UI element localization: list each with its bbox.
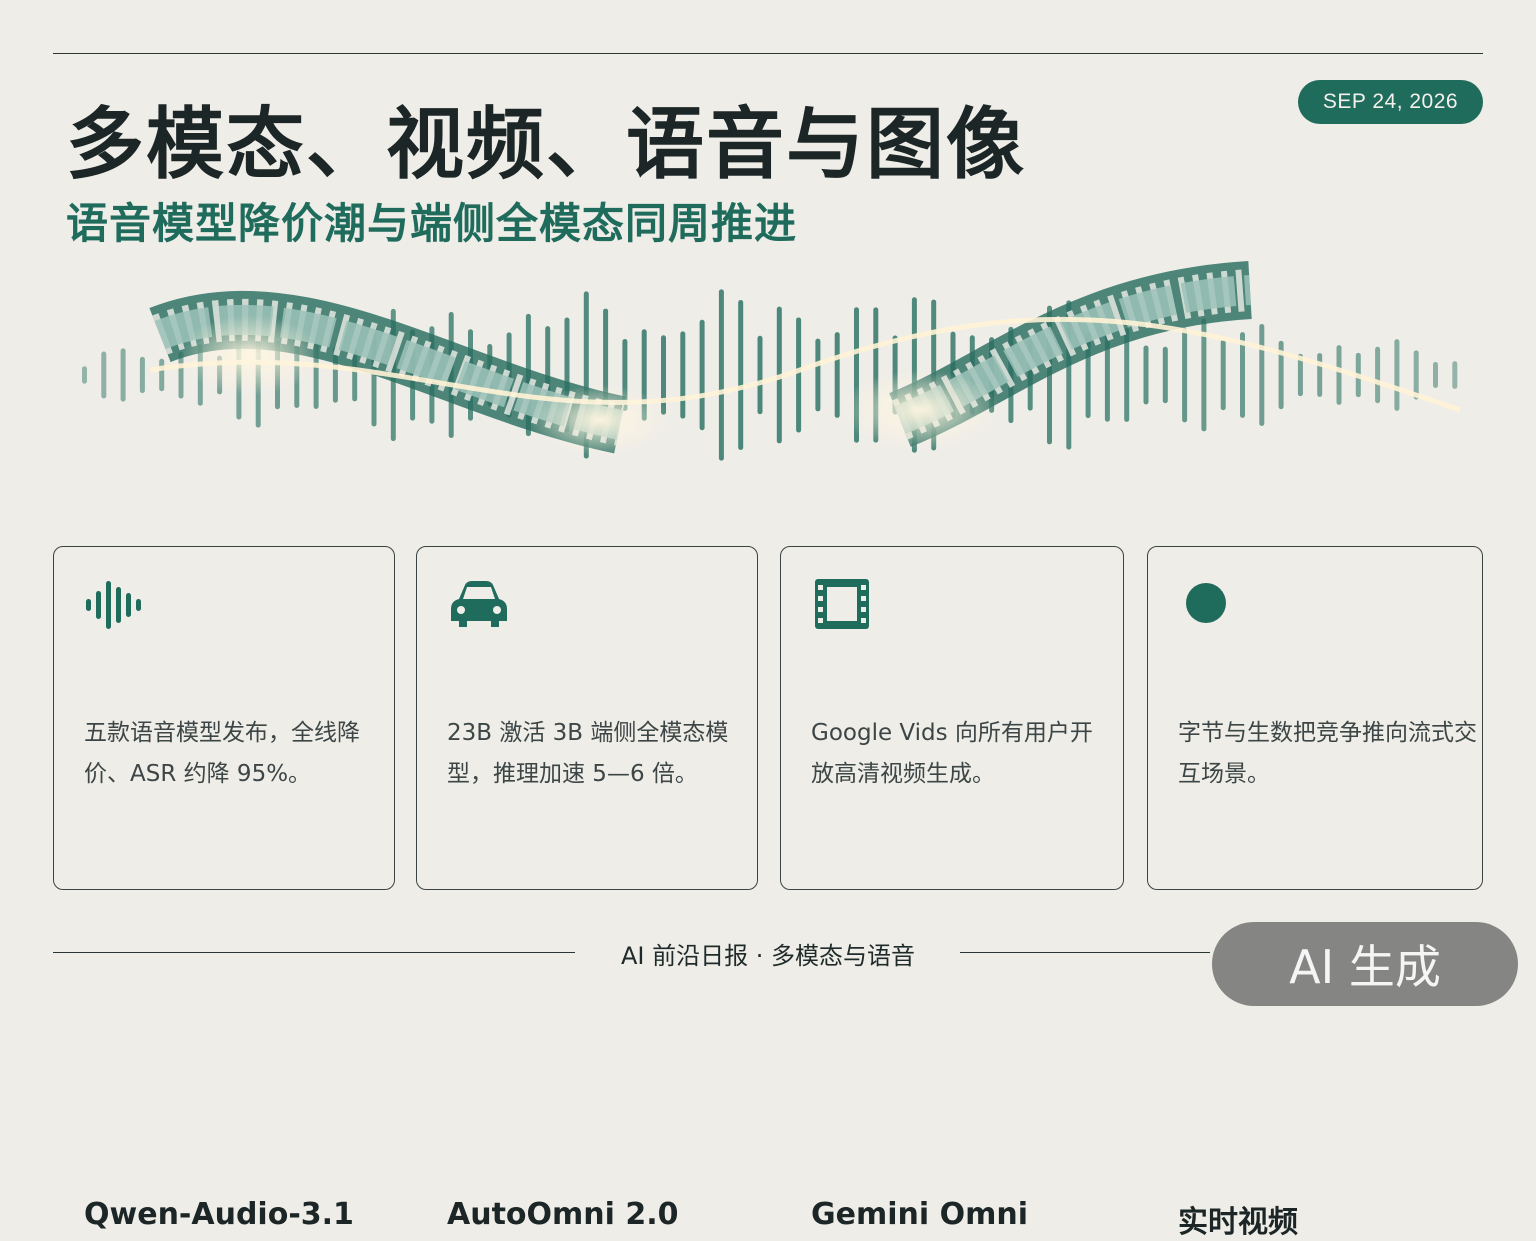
footer-rule-right <box>960 952 1210 953</box>
wave-bar <box>1394 339 1400 411</box>
wave-bar <box>1452 361 1458 389</box>
wave-bar <box>101 351 107 399</box>
card-title: Gemini Omni <box>811 1197 1029 1232</box>
wave-bar <box>1297 353 1303 397</box>
card-description: 五款语音模型发布，全线降价、ASR 约降 95%。 <box>84 720 360 787</box>
wave-bar <box>1375 346 1381 404</box>
wave-bar <box>1278 340 1284 410</box>
card-autoomni[interactable]: AutoOmni 2.0 23B 激活 3B 端侧全模态模型，推理加速 5—6 … <box>416 546 758 1232</box>
wave-bar <box>82 366 87 384</box>
wave-bar <box>1201 318 1207 432</box>
wave-bar <box>661 335 666 415</box>
date-badge: SEP 24, 2026 <box>1298 80 1483 124</box>
hero-illustration <box>82 261 1461 461</box>
wave-bar <box>120 348 126 402</box>
glow-right <box>840 370 1000 450</box>
wave-bar <box>1240 332 1245 418</box>
footer-caption: AI 前沿日报 · 多模态与语音 <box>620 942 915 970</box>
dot-icon <box>1186 583 1226 623</box>
wave-bar <box>1336 345 1342 405</box>
waveform-icon <box>86 581 141 629</box>
card-gemini-omni[interactable]: Gemini Omni Google Vids 向所有用户开放高清视频生成。 <box>780 546 1124 1232</box>
glow-center <box>530 385 670 455</box>
wave-bar <box>1259 323 1265 427</box>
wave-bar <box>1162 346 1168 404</box>
wave-bar <box>680 331 686 419</box>
page-subtitle: 语音模型降价潮与端侧全模态同周推进 <box>66 199 798 248</box>
ai-generated-badge: AI 生成 <box>1212 922 1518 1006</box>
wave-bar <box>718 289 724 461</box>
wave-bar <box>1220 339 1226 411</box>
wave-bar <box>1317 353 1323 397</box>
page-title: 多模态、视频、语音与图像 <box>66 100 1027 190</box>
footer-rule-left <box>53 952 575 953</box>
card-realtime-video[interactable]: 实时视频 字节与生数把竞争推向流式交互场景。 <box>1147 546 1483 1240</box>
film-icon <box>815 579 869 629</box>
wave-bar <box>757 335 763 415</box>
top-rule <box>53 53 1483 54</box>
card-title: 实时视频 <box>1178 1205 1298 1240</box>
card-description: 字节与生数把竞争推向流式交互场景。 <box>1178 720 1477 787</box>
wave-bar <box>796 317 802 433</box>
wave-bar <box>159 358 165 392</box>
wave-bar <box>1124 328 1130 422</box>
wave-bar <box>1182 327 1188 423</box>
card-description: 23B 激活 3B 端侧全模态模型，推理加速 5—6 倍。 <box>447 720 729 787</box>
wave-bar <box>815 338 821 412</box>
card-title: Qwen-Audio-3.1 <box>84 1197 354 1232</box>
wave-bar <box>1143 345 1149 405</box>
wave-bar <box>1433 362 1438 388</box>
card-qwen-audio[interactable]: Qwen-Audio-3.1 五款语音模型发布，全线降价、ASR 约降 95%。 <box>53 546 395 1232</box>
wave-bar <box>1104 328 1110 422</box>
wave-bar <box>699 319 705 431</box>
car-icon <box>451 581 507 627</box>
card-title: AutoOmni 2.0 <box>447 1197 679 1232</box>
wave-bar <box>1413 350 1419 400</box>
card-description: Google Vids 向所有用户开放高清视频生成。 <box>811 720 1093 787</box>
wave-bar <box>139 356 145 394</box>
light-streak <box>149 316 1461 413</box>
wave-bar <box>738 300 744 450</box>
glow-left <box>180 315 320 395</box>
wave-bar <box>834 332 840 418</box>
